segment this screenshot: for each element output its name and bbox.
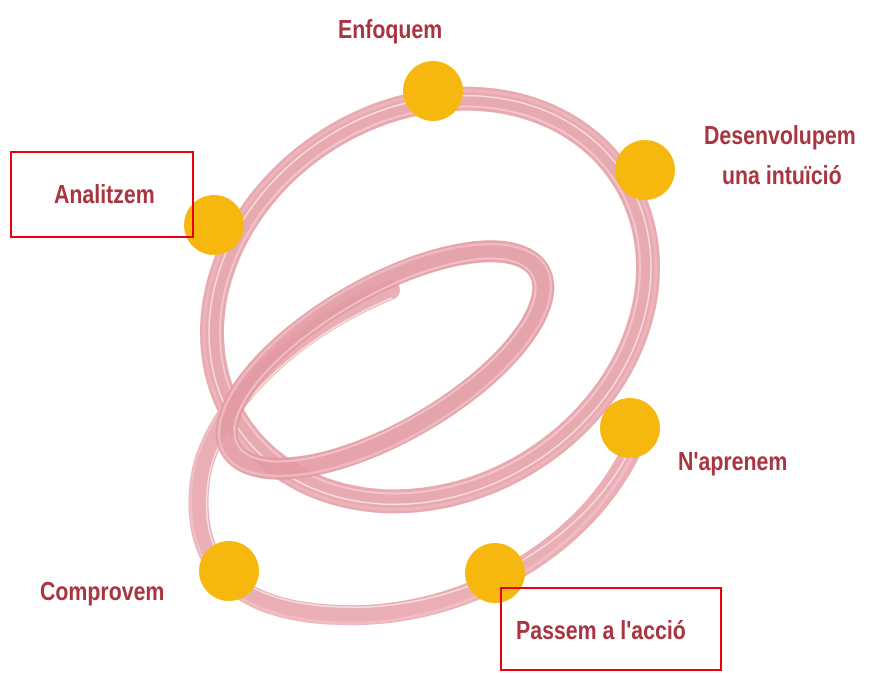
label-desenvolupem-line1: Desenvolupem [704,120,856,150]
label-aprenem: N'aprenem [678,446,787,476]
label-desenvolupem-line2: una intuïció [722,160,842,190]
node-aprenem [600,398,660,458]
label-enfoquem: Enfoquem [338,14,442,44]
label-comprovem: Comprovem [40,576,164,606]
node-desenvolupem [615,140,675,200]
node-comprovem [199,541,259,601]
node-enfoquem [403,61,463,121]
highlight-box-passem [500,587,722,671]
highlight-box-analitzem [10,151,194,238]
